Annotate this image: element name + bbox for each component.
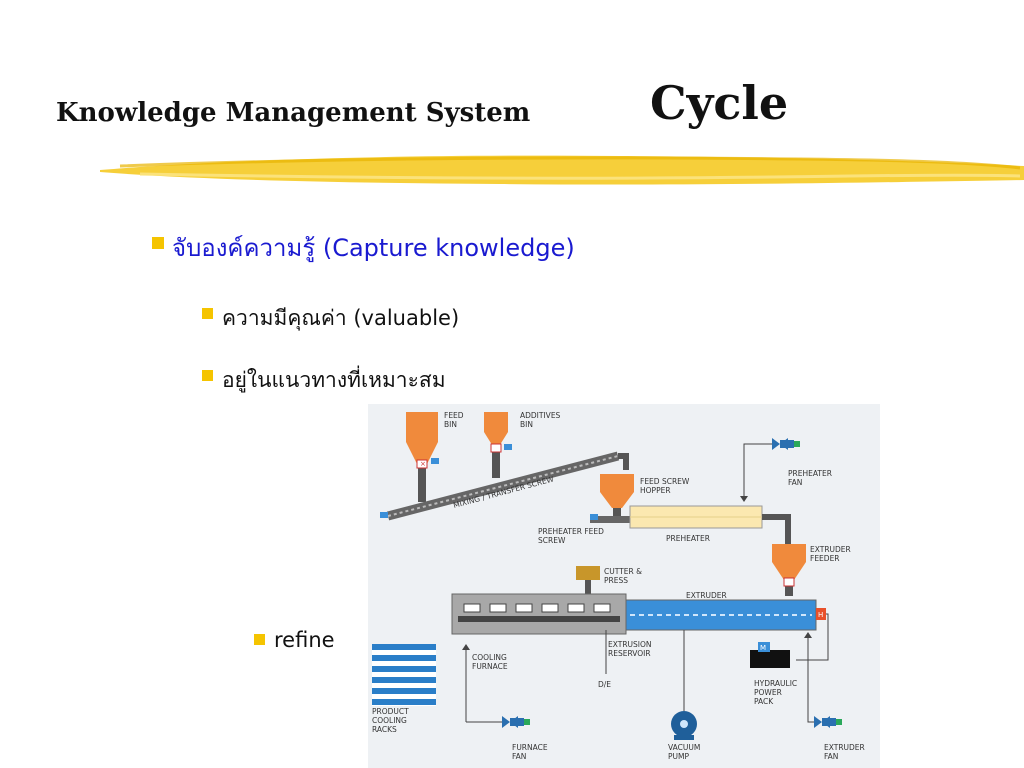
- bullet-capture-text: จับองค์ความรู้ (Capture knowledge): [172, 234, 575, 262]
- extruder-label: EXTRUDER: [686, 591, 727, 600]
- preheater-feed-label-2: SCREW: [538, 536, 566, 545]
- extruder-feeder-label-2: FEEDER: [810, 554, 840, 563]
- yellow-brush-stroke: [100, 155, 1024, 185]
- product-label-3: RACKS: [372, 725, 397, 734]
- extrusion-process-diagram: × FEED BIN ADDITIVES BIN MIXING / TRAN: [368, 404, 880, 768]
- heater-badge: H: [818, 611, 823, 619]
- bullet-refine-text: refine: [274, 628, 335, 652]
- feed-bin-label-2: BIN: [444, 420, 457, 429]
- furnace-fan-label-2: FAN: [512, 752, 526, 761]
- additives-bin-label-2: BIN: [520, 420, 533, 429]
- bullet-square-icon: [202, 308, 213, 319]
- preheater: [629, 505, 791, 544]
- cooling-label-2: FURNACE: [472, 662, 508, 671]
- slide-title-emphasis: Cycle: [650, 76, 789, 130]
- preheater-fan-label-2: FAN: [788, 478, 802, 487]
- extruder-fan-label-2: FAN: [824, 752, 838, 761]
- vacuum-pump: [671, 630, 697, 740]
- product-label-2: COOLING: [372, 716, 407, 725]
- preheater-fan-label-1: PREHEATER: [788, 469, 832, 478]
- bullet-valuable-text: ความมีคุณค่า (valuable): [222, 306, 460, 330]
- bullet-capture-knowledge: จับองค์ความรู้ (Capture knowledge): [152, 228, 575, 267]
- vacuum-label-1: VACUUM: [668, 743, 700, 752]
- slide-title: Knowledge Management System: [56, 98, 531, 128]
- bullet-square-icon: [152, 237, 164, 249]
- cutter-label-1: CUTTER &: [604, 567, 642, 576]
- cooling-label-1: COOLING: [472, 653, 507, 662]
- extrusion-label-1: EXTRUSION: [608, 640, 652, 649]
- cooling-furnace: [451, 593, 627, 635]
- feed-hopper-label-1: FEED SCREW: [640, 477, 690, 486]
- de-label: D/E: [598, 680, 611, 689]
- feed-hopper-label-2: HOPPER: [640, 486, 671, 495]
- additives-bin: [484, 412, 512, 478]
- product-label-1: PRODUCT: [372, 707, 409, 716]
- furnace-fan: [462, 644, 530, 728]
- bullet-refine: refine: [254, 628, 335, 652]
- feed-bin-label-1: FEED: [444, 411, 464, 420]
- feed-bin: ×: [406, 412, 439, 502]
- bullet-appropriate-text: อยู่ในแนวทางที่เหมาะสม: [222, 368, 446, 392]
- additives-bin-label-1: ADDITIVES: [520, 411, 561, 420]
- feed-screw-hopper: [600, 474, 634, 516]
- vacuum-label-2: PUMP: [668, 752, 689, 761]
- extruder-fan: [804, 632, 842, 728]
- mixing-transfer-screw: [380, 451, 629, 521]
- bullet-valuable: ความมีคุณค่า (valuable): [202, 302, 459, 335]
- cutter-press: [576, 566, 600, 604]
- extrusion-label-2: RESERVOIR: [608, 649, 651, 658]
- preheater-feed-screw: [590, 514, 630, 523]
- preheater-label: PREHEATER: [666, 534, 710, 543]
- extruder-barrel: H: [625, 599, 829, 661]
- bullet-square-icon: [254, 634, 265, 645]
- extruder-feeder: [772, 544, 806, 596]
- hydraulic-label-1: HYDRAULIC: [754, 679, 797, 688]
- bullet-square-icon: [202, 370, 213, 381]
- hydraulic-label-3: PACK: [754, 697, 774, 706]
- extruder-feeder-label-1: EXTRUDER: [810, 545, 851, 554]
- cutter-label-2: PRESS: [604, 576, 628, 585]
- hydraulic-power-pack: M: [750, 642, 790, 668]
- preheater-feed-label-1: PREHEATER FEED: [538, 527, 604, 536]
- hydraulic-label-2: POWER: [754, 688, 782, 697]
- preheater-fan: [740, 438, 800, 502]
- extruder-fan-label-1: EXTRUDER: [824, 743, 865, 752]
- furnace-fan-label-1: FURNACE: [512, 743, 548, 752]
- hydraulic-badge: M: [760, 644, 766, 652]
- bullet-appropriate: อยู่ในแนวทางที่เหมาะสม: [202, 364, 446, 397]
- product-cooling-racks: [372, 644, 436, 706]
- svg-text:×: ×: [420, 460, 426, 468]
